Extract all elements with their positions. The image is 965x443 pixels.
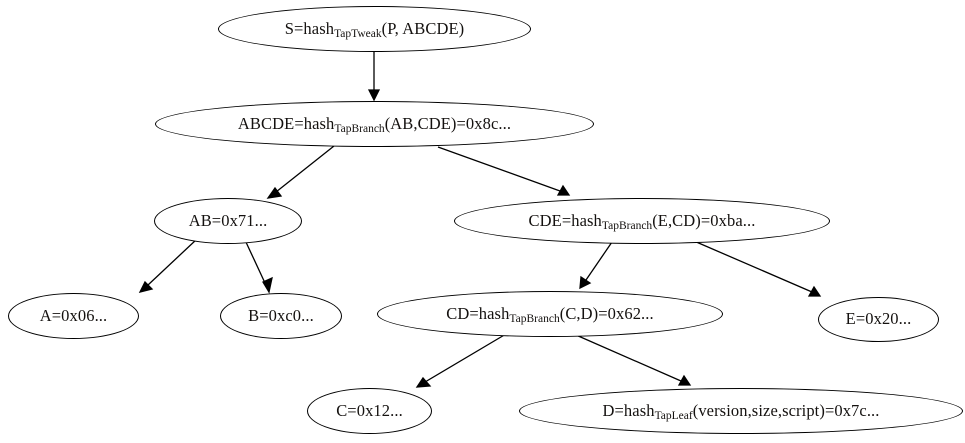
node-E[interactable]: E=0x20... <box>818 297 939 342</box>
node-E-label: E=0x20... <box>845 309 912 329</box>
arrowhead-CD-to-D <box>677 374 692 386</box>
node-AB-label: AB=0x71... <box>188 210 268 230</box>
arrowhead-CDE-to-E <box>807 285 822 297</box>
edge-CDE-to-CD <box>585 241 613 281</box>
node-C[interactable]: C=0x12... <box>307 388 432 434</box>
node-S[interactable]: S=hashTapTweak(P, ABCDE) <box>218 6 531 52</box>
node-D-label: D=hashTapLeaf(version,size,script)=0x7c.… <box>602 400 880 423</box>
node-AB[interactable]: AB=0x71... <box>154 198 302 244</box>
node-ABCDE-label: ABCDE=hashTapBranch(AB,CDE)=0x8c... <box>237 113 512 136</box>
arrowhead-S-to-ABCDE <box>367 89 381 102</box>
arrowhead-ABCDE-to-AB <box>266 186 283 199</box>
node-C-label: C=0x12... <box>336 400 403 420</box>
node-A[interactable]: A=0x06... <box>8 293 139 339</box>
arrowhead-CDE-to-CD <box>579 275 592 290</box>
node-CDE[interactable]: CDE=hashTapBranch(E,CD)=0xba... <box>454 198 830 244</box>
node-D[interactable]: D=hashTapLeaf(version,size,script)=0x7c.… <box>519 388 963 434</box>
node-ABCDE[interactable]: ABCDE=hashTapBranch(AB,CDE)=0x8c... <box>155 101 594 147</box>
node-CD[interactable]: CD=hashTapBranch(C,D)=0x62... <box>377 291 723 337</box>
node-CD-label: CD=hashTapBranch(C,D)=0x62... <box>446 303 654 326</box>
arrowhead-AB-to-A <box>138 280 154 293</box>
node-CDE-label: CDE=hashTapBranch(E,CD)=0xba... <box>528 210 756 233</box>
edge-ABCDE-to-CDE <box>437 146 561 192</box>
edge-CD-to-C <box>424 333 507 383</box>
edge-CDE-to-E <box>693 240 813 293</box>
edge-AB-to-A <box>147 238 198 286</box>
arrowhead-CD-to-C <box>415 376 432 388</box>
arrowhead-ABCDE-to-CDE <box>556 184 571 196</box>
node-B[interactable]: B=0xc0... <box>220 293 342 339</box>
node-A-label: A=0x06... <box>39 305 108 325</box>
arrowhead-AB-to-B <box>262 276 273 294</box>
node-S-label: S=hashTapTweak(P, ABCDE) <box>284 18 465 41</box>
edge-ABCDE-to-AB <box>275 145 335 193</box>
edge-CD-to-D <box>575 334 682 382</box>
node-B-label: B=0xc0... <box>248 305 314 325</box>
edge-AB-to-B <box>244 239 266 284</box>
